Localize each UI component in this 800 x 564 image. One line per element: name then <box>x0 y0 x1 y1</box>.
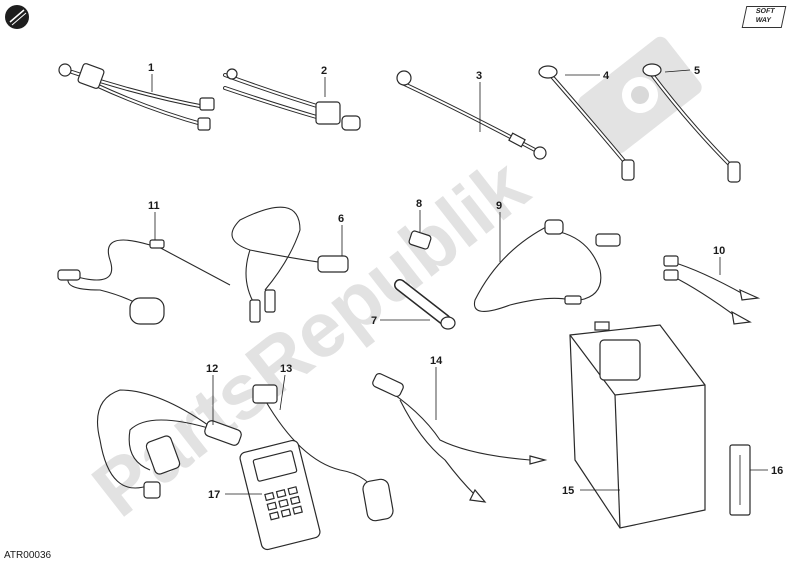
part-13-cable <box>252 384 394 522</box>
part-16-tag <box>729 444 751 516</box>
callouts: 1 2 3 4 5 6 7 8 9 10 11 12 13 14 15 16 1… <box>148 62 783 501</box>
callout-13: 13 <box>280 363 292 375</box>
callout-4: 4 <box>603 70 610 82</box>
callout-5: 5 <box>694 65 700 77</box>
softway-logo: SOFT WAY <box>741 6 787 28</box>
callout-6: 6 <box>338 213 344 225</box>
callout-14: 14 <box>430 355 443 367</box>
part-6-cable <box>231 206 349 323</box>
callout-1: 1 <box>148 62 154 74</box>
callout-9: 9 <box>496 200 502 212</box>
part-3-pipe <box>396 70 547 160</box>
callout-3: 3 <box>476 70 482 82</box>
callout-2: 2 <box>321 65 327 77</box>
part-14-cable <box>372 373 548 503</box>
part-15-case <box>569 321 706 529</box>
part-9-cable <box>473 219 621 312</box>
part-8-connector <box>408 230 432 250</box>
logo-line-1: SOFT <box>755 8 776 15</box>
part-1-hose <box>58 63 215 131</box>
part-7-adapter <box>394 279 456 330</box>
part-4-pipe <box>538 65 635 181</box>
drawing-code: ATR00036 <box>4 550 52 561</box>
part-17-tester <box>239 439 321 551</box>
part-11-probe <box>57 239 231 325</box>
watermark-text: PartsRepublik <box>76 141 544 534</box>
part-2-hose <box>223 68 361 131</box>
callout-8: 8 <box>416 198 422 210</box>
callout-15: 15 <box>562 485 574 497</box>
callout-11: 11 <box>148 200 160 212</box>
part-10-clips <box>663 255 761 325</box>
callout-17: 17 <box>208 489 220 501</box>
callout-7: 7 <box>371 315 377 327</box>
watermark-gear-icon <box>578 36 702 154</box>
callout-16: 16 <box>771 465 783 477</box>
corner-mark-icon <box>5 5 29 29</box>
leader-lines <box>151 69 768 495</box>
callout-12: 12 <box>206 363 218 375</box>
logo-line-2: WAY <box>754 17 772 24</box>
part-5-pipe <box>642 63 741 183</box>
callout-10: 10 <box>713 245 725 257</box>
part-12-harness <box>96 389 242 499</box>
